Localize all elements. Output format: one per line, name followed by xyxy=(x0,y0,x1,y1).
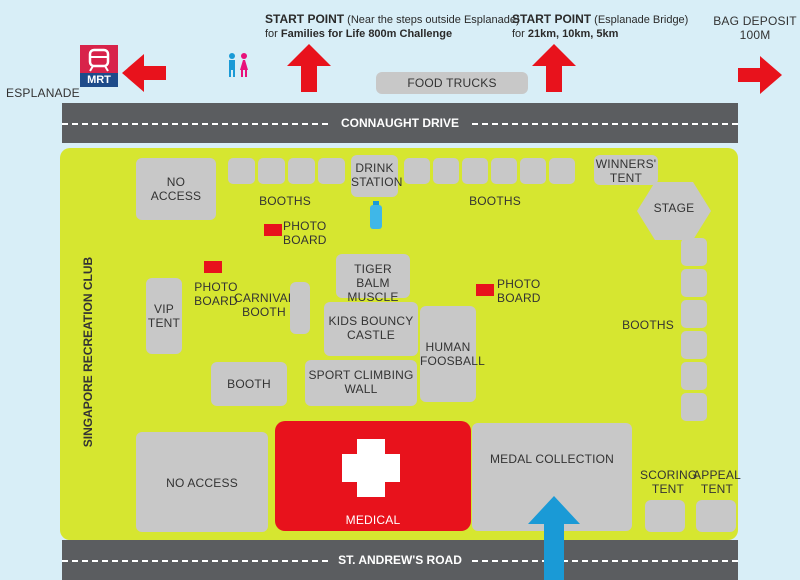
carnival-booth-area xyxy=(290,282,310,334)
tiger-balm-area: TIGER BALM MUSCLE RUB xyxy=(336,254,410,318)
booths-top-right-label: BOOTHS xyxy=(469,194,521,208)
photo-board-1-label: PHOTO BOARD xyxy=(283,219,327,247)
human-foosball-label: HUMAN FOOSBALL xyxy=(420,340,485,368)
start-point-1-text: START POINT (Near the steps outside Espl… xyxy=(265,12,520,41)
photo-board-2-label: PHOTO BOARD xyxy=(194,280,238,308)
connaught-drive-label: CONNAUGHT DRIVE xyxy=(330,116,469,130)
start-point-2-text: START POINT (Esplanade Bridge) for 21km,… xyxy=(512,12,688,41)
st-andrews-road: ST. ANDREW'S ROAD xyxy=(62,540,738,580)
start-point-2-title: START POINT xyxy=(512,12,592,26)
esplanade-label: ESPLANADE xyxy=(6,86,80,100)
toilet-icon xyxy=(229,53,248,77)
food-trucks-label: FOOD TRUCKS xyxy=(407,76,497,90)
medical-label: MEDICAL xyxy=(345,513,401,527)
human-foosball-area: HUMAN FOOSBALL xyxy=(420,306,485,402)
kids-castle-area: KIDS BOUNCY CASTLE xyxy=(324,302,418,356)
sport-climbing-label: SPORT CLIMBING WALL xyxy=(308,368,414,396)
medal-collection-area: MEDAL COLLECTION xyxy=(472,423,632,531)
vip-tent-label: VIP TENT xyxy=(147,302,181,330)
photo-board-marker xyxy=(476,284,494,296)
no-access-top-area: NO ACCESS xyxy=(136,158,216,220)
photo-board-3-label: PHOTO BOARD xyxy=(497,277,541,305)
no-access-top-label: NO ACCESS xyxy=(150,175,202,203)
booths-top-left-stalls xyxy=(228,158,345,184)
carnival-booth-label: CARNIVAL BOOTH xyxy=(234,291,295,319)
arrow-up-icon xyxy=(287,44,331,92)
booths-right-label: BOOTHS xyxy=(622,318,674,332)
medical-area: MEDICAL xyxy=(275,421,471,531)
connaught-drive-road: CONNAUGHT DRIVE xyxy=(62,103,738,143)
st-andrews-road-label: ST. ANDREW'S ROAD xyxy=(328,553,472,567)
kids-castle-label: KIDS BOUNCY CASTLE xyxy=(328,314,414,342)
singapore-recreation-club-label: SINGAPORE RECREATION CLUB xyxy=(81,256,95,448)
start-point-1-prefix: for xyxy=(265,28,278,40)
mrt-logo: MRT xyxy=(80,45,118,87)
drink-station-area: DRINK STATION xyxy=(351,155,403,197)
drink-station-label: DRINK STATION xyxy=(351,161,403,189)
booths-top-left-label: BOOTHS xyxy=(259,194,311,208)
train-icon xyxy=(88,48,110,72)
start-point-2-note: (Esplanade Bridge) xyxy=(594,14,689,26)
arrow-right-icon xyxy=(738,56,782,94)
stage-area xyxy=(637,182,711,240)
start-point-1-title: START POINT xyxy=(265,12,345,26)
sport-climbing-area: SPORT CLIMBING WALL xyxy=(305,360,417,406)
no-access-bottom-area: NO ACCESS xyxy=(136,432,268,532)
water-bottle-icon xyxy=(370,201,382,229)
no-access-bottom-label: NO ACCESS xyxy=(166,476,238,490)
scoring-tent-label: SCORING TENT xyxy=(640,468,698,496)
bag-deposit-label: BAG DEPOSIT 100M xyxy=(713,14,797,42)
stage-label: STAGE xyxy=(653,201,695,215)
appeal-tent-area xyxy=(696,500,736,532)
start-point-1-note: (Near the steps outside Esplanade) xyxy=(347,14,520,26)
food-trucks-area: FOOD TRUCKS xyxy=(376,72,528,94)
photo-board-marker xyxy=(204,261,222,273)
booth-area: BOOTH xyxy=(211,362,287,406)
booths-top-right-stalls xyxy=(404,158,575,184)
start-point-2-sub: 21km, 10km, 5km xyxy=(527,28,619,40)
mrt-label: MRT xyxy=(80,73,118,87)
vip-tent-area: VIP TENT xyxy=(146,278,182,354)
winners-tent-area: WINNERS' TENT xyxy=(594,155,658,185)
arrow-up-blue-icon xyxy=(528,496,580,580)
appeal-tent-label: APPEAL TENT xyxy=(693,468,741,496)
medal-collection-label: MEDAL COLLECTION xyxy=(489,452,615,466)
booth-label: BOOTH xyxy=(227,377,271,391)
start-point-1-sub: Families for Life 800m Challenge xyxy=(280,28,453,40)
arrow-left-icon xyxy=(122,54,166,92)
booths-right-stalls xyxy=(681,238,707,421)
winners-tent-label: WINNERS' TENT xyxy=(595,157,657,185)
scoring-tent-area xyxy=(645,500,685,532)
photo-board-marker xyxy=(264,224,282,236)
start-point-2-prefix: for xyxy=(512,28,525,40)
arrow-up-icon xyxy=(532,44,576,92)
